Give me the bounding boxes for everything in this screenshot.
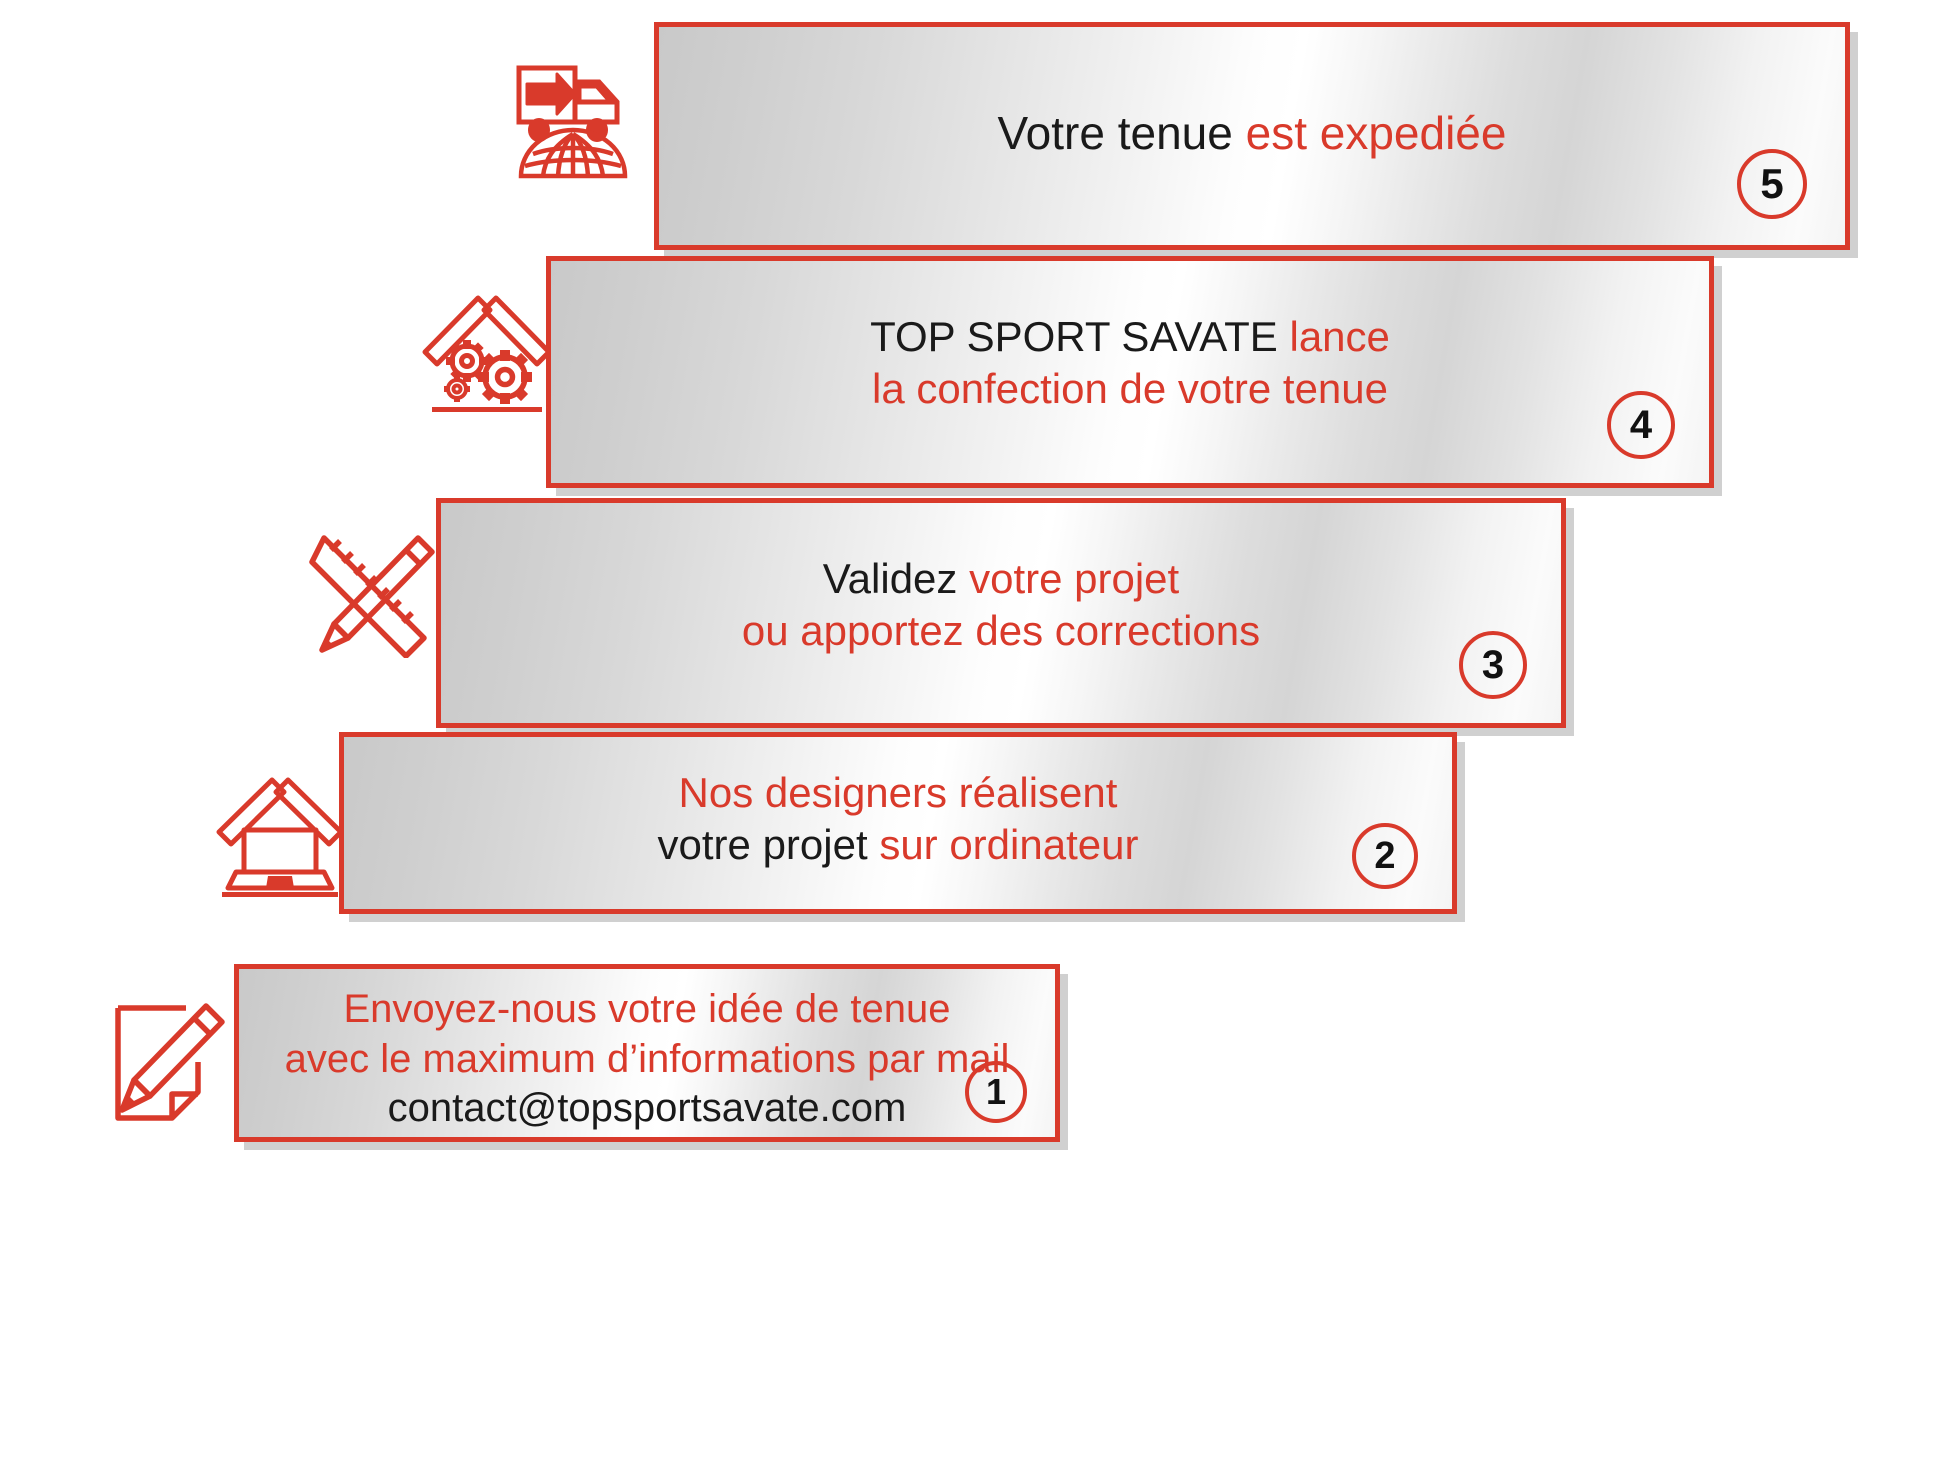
step-text-1: Envoyez-nous votre idée de tenue avec le … xyxy=(239,985,1055,1134)
text-run: est expediée xyxy=(1245,107,1507,159)
text-run: lance xyxy=(1289,313,1390,360)
text-run: votre projet xyxy=(657,821,880,869)
step-text-line: votre projet sur ordinateur xyxy=(344,819,1452,871)
step-text-line: contact@topsportsavate.com xyxy=(239,1084,1055,1134)
text-run: Votre tenue xyxy=(997,107,1246,159)
text-run: TOP SPORT SAVATE xyxy=(870,313,1290,360)
delivery-truck-globe-icon xyxy=(513,50,641,182)
text-run: Envoyez-nous votre idée de tenue xyxy=(343,987,951,1031)
step-number-badge-5: 5 xyxy=(1737,149,1807,219)
step-number-badge-3: 3 xyxy=(1459,631,1527,699)
text-run: ou apportez des corrections xyxy=(741,607,1261,655)
step-text-line: ou apportez des corrections xyxy=(441,605,1561,657)
text-run: avec le maximum d’informations par mail xyxy=(284,1036,1010,1081)
text-run: contact@topsportsavate.com xyxy=(387,1086,907,1131)
ruler-pencil-icon xyxy=(306,528,438,658)
step-text-5: Votre tenue est expediée xyxy=(659,105,1845,162)
step-panel-1[interactable]: Envoyez-nous votre idée de tenue avec le … xyxy=(234,964,1060,1142)
roof-gears-icon xyxy=(420,284,554,416)
step-panel-5[interactable]: Votre tenue est expediée 5 xyxy=(654,22,1850,250)
text-run: la confection de votre tenue xyxy=(871,365,1389,413)
text-run: Validez xyxy=(822,555,970,602)
step-number-badge-2: 2 xyxy=(1352,823,1418,889)
step-number-badge-1: 1 xyxy=(965,1061,1027,1123)
text-run: votre projet xyxy=(969,555,1180,602)
step-text-line: la confection de votre tenue xyxy=(551,363,1709,415)
step-number-badge-4: 4 xyxy=(1607,391,1675,459)
step-text-line: Validez votre projet xyxy=(441,553,1561,605)
roof-laptop-icon xyxy=(214,768,346,898)
step-text-line: avec le maximum d’informations par mail xyxy=(239,1035,1055,1085)
step-text-line: TOP SPORT SAVATE lance xyxy=(551,311,1709,363)
step-text-line: Nos designers réalisent xyxy=(344,767,1452,819)
text-run: sur ordinateur xyxy=(879,821,1139,869)
step-text-line: Votre tenue est expediée xyxy=(659,105,1845,162)
step-text-line: Envoyez-nous votre idée de tenue xyxy=(239,985,1055,1035)
note-pencil-icon xyxy=(110,1000,226,1126)
text-run: Nos designers réalisent xyxy=(678,769,1118,816)
